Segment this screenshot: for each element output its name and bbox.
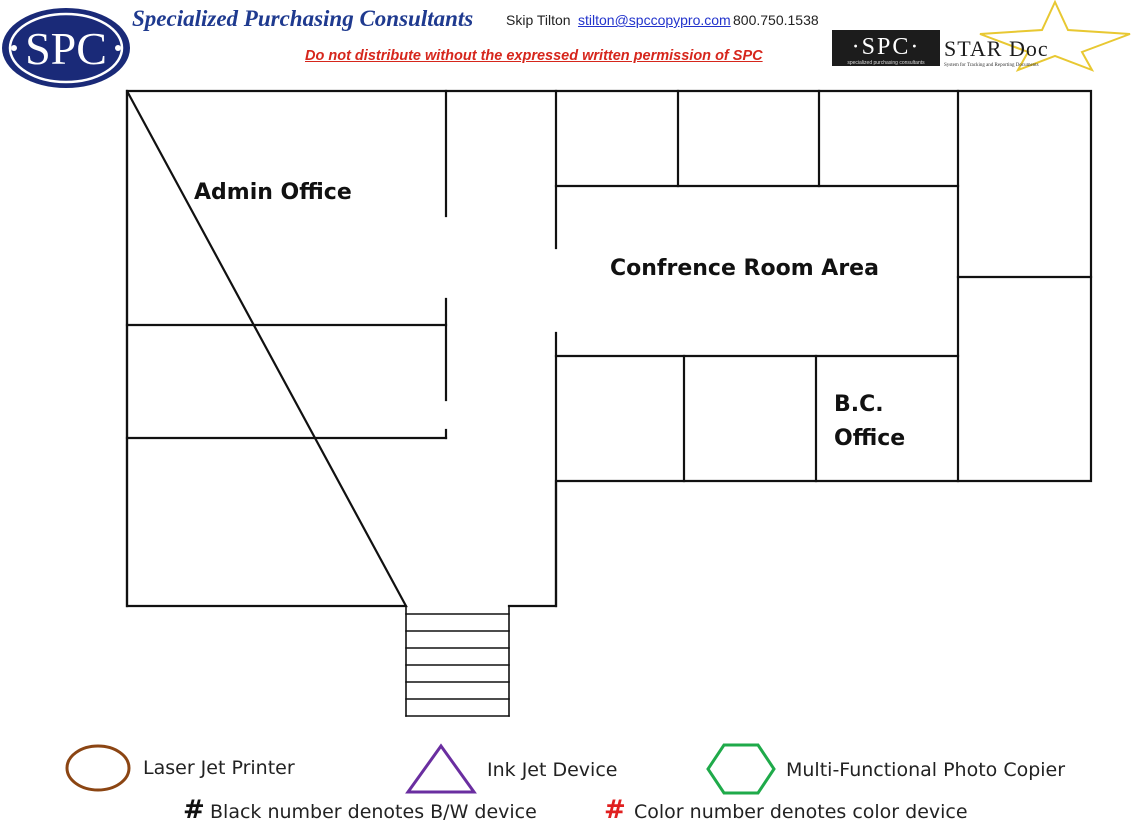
inkjet-device-icon — [405, 743, 477, 794]
legend-mfp-copier: Multi-Functional Photo Copier — [786, 759, 1066, 781]
spc-logo: SPC — [2, 8, 130, 88]
laser-printer-icon — [65, 744, 131, 792]
contact-phone: 800.750.1538 — [733, 12, 819, 28]
color-number-symbol: # — [604, 795, 626, 825]
top-offices — [554, 89, 960, 188]
legend-color-note: Color number denotes color device — [634, 801, 968, 823]
room-label-admin-office: Admin Office — [194, 180, 352, 205]
star-icon — [979, 0, 1131, 72]
left-wing-walls — [125, 89, 448, 440]
legend-inkjet-device: Ink Jet Device — [487, 759, 618, 781]
legend-bw-note: Black number denotes B/W device — [210, 801, 537, 823]
contact-name: Skip Tilton — [506, 12, 571, 28]
spc-logo-text: SPC — [25, 23, 107, 74]
stardoc-spc-text: ·SPC· — [852, 34, 921, 60]
legend-laser-printer: Laser Jet Printer — [143, 757, 295, 779]
room-label-conference-area: Confrence Room Area — [610, 256, 879, 281]
stardoc-subtitle: System for Tracking and Reporting Docume… — [944, 63, 1039, 68]
distribution-warning: Do not distribute without the expressed … — [305, 48, 763, 64]
room-label-bc-office-line2: Office — [834, 426, 906, 451]
bottom-offices — [554, 354, 960, 483]
room-label-bc-office-line1: B.C. — [834, 392, 884, 417]
entrance-stairs — [405, 605, 510, 717]
contact-email-link[interactable]: stilton@spccopypro.com — [578, 12, 731, 28]
right-column — [956, 89, 1093, 483]
stardoc-title: STAR Doc — [944, 36, 1049, 61]
building-outline — [125, 89, 1093, 608]
bw-number-symbol: # — [183, 795, 205, 825]
stardoc-spc-subtitle: specialized purchasing consultants — [847, 60, 925, 66]
company-name: Specialized Purchasing Consultants — [132, 6, 474, 31]
stardoc-logo: ·SPC· specialized purchasing consultants… — [832, 0, 1131, 72]
mfp-copier-icon — [706, 743, 776, 795]
